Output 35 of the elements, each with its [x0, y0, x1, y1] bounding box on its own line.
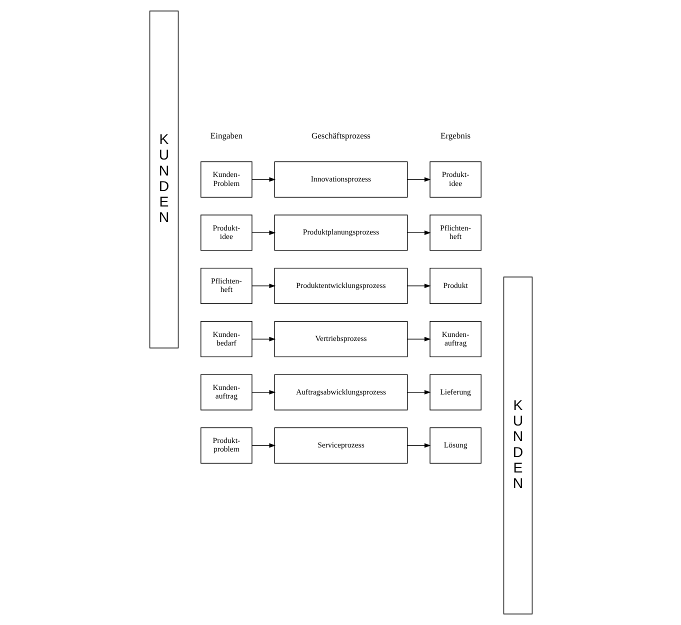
node-box: Pflichten- heft — [200, 268, 252, 304]
node-box: Auftragsabwicklungsprozess — [274, 374, 408, 410]
arrow — [251, 390, 276, 395]
arrow — [251, 336, 276, 342]
node-box: Produkt- idee — [200, 214, 252, 251]
arrow — [406, 390, 430, 395]
node-box: K U N D E N — [148, 10, 178, 348]
label: Ergebnis — [440, 130, 470, 140]
node-box: Kunden- auftrag — [200, 374, 252, 410]
arrow — [406, 336, 430, 342]
arrow — [406, 284, 430, 288]
node-box: Serviceprozess — [274, 427, 408, 464]
arrow — [251, 230, 276, 235]
label: Geschäftsprozess — [310, 130, 370, 140]
node-box: Pflichten- heft — [429, 214, 481, 251]
node-box: Produkt — [429, 268, 481, 304]
node-box: Produkt- problem — [200, 427, 252, 464]
node-box: Kunden- Problem — [200, 161, 252, 198]
arrow — [406, 443, 430, 448]
node-box: Vertriebsprozess — [274, 321, 408, 358]
arrow — [251, 443, 276, 448]
node-box: Produkt- idee — [429, 161, 481, 198]
arrow — [251, 177, 276, 182]
arrow — [406, 230, 430, 235]
node-box: Produktplanungsprozess — [274, 214, 408, 251]
node-box: Lieferung — [429, 374, 481, 410]
node-box: Kunden- auftrag — [429, 321, 481, 358]
label: Eingaben — [210, 130, 242, 140]
node-box: Innovationsprozess — [274, 161, 408, 198]
node-box: Lösung — [429, 427, 481, 464]
arrow — [406, 177, 430, 182]
node-box: K U N D E N — [502, 276, 532, 614]
node-box: Produktentwicklungsprozess — [274, 268, 408, 304]
arrow — [251, 284, 276, 288]
node-box: Kunden- bedarf — [200, 321, 252, 358]
